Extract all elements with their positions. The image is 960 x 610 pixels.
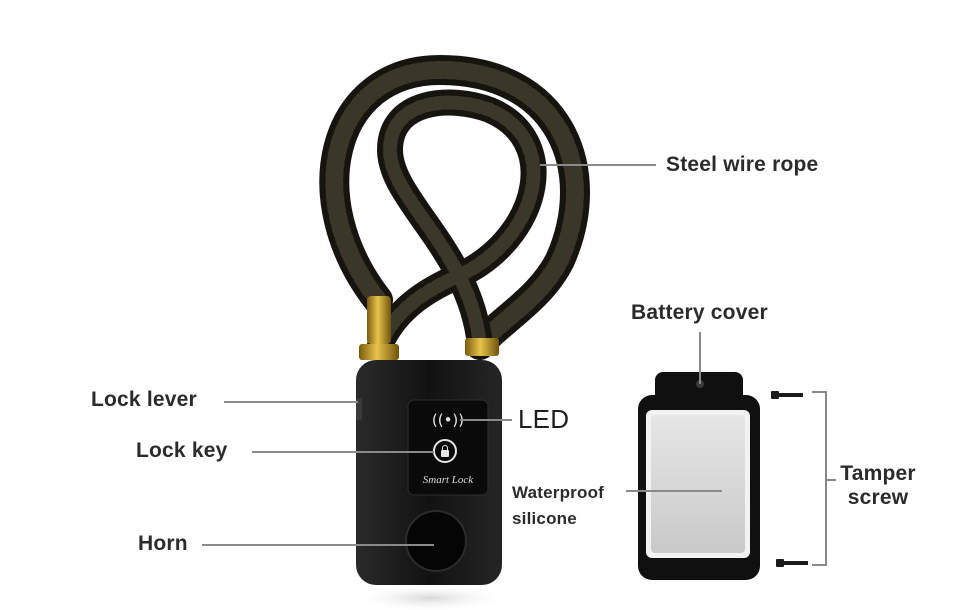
brass-ferrule-right xyxy=(465,338,499,356)
leader-battery-cover xyxy=(699,332,701,384)
leader-lock-lever xyxy=(224,401,358,403)
label-steel-wire-rope: Steel wire rope xyxy=(666,153,819,176)
leader-steel-wire-rope xyxy=(540,164,656,166)
leader-led xyxy=(460,419,512,421)
panel-text: Smart Lock xyxy=(422,474,474,486)
tamper-screw-top xyxy=(771,391,803,399)
battery-cover-device xyxy=(638,372,760,580)
label-tamper-screw: Tamper screw xyxy=(832,462,924,510)
label-waterproof-line2: silicone xyxy=(512,509,577,528)
wireless-signal-icon: ((•)) xyxy=(431,411,465,429)
label-battery-cover: Battery cover xyxy=(631,301,768,324)
label-tamper-line1: Tamper xyxy=(840,462,916,485)
tamper-screw-bottom xyxy=(776,559,808,567)
label-horn: Horn xyxy=(138,532,188,555)
label-waterproof: Waterproof silicone xyxy=(512,480,604,532)
label-led: LED xyxy=(518,404,570,434)
steel-wire-rope xyxy=(319,54,590,360)
tamper-bracket xyxy=(812,391,827,566)
brass-ferrule-left xyxy=(359,296,399,360)
waterproof-silicone xyxy=(651,415,745,553)
horn xyxy=(405,510,467,572)
padlock-icon xyxy=(433,439,457,463)
leader-lock-key xyxy=(252,451,434,453)
lock-lever xyxy=(356,398,362,420)
label-lock-lever: Lock lever xyxy=(91,388,197,411)
lock-body xyxy=(356,360,502,585)
floor-shadow xyxy=(350,584,510,610)
leader-waterproof xyxy=(626,490,722,492)
leader-horn xyxy=(202,544,434,546)
label-waterproof-line1: Waterproof xyxy=(512,483,605,502)
label-lock-key: Lock key xyxy=(136,439,228,462)
label-tamper-line2: screw xyxy=(847,486,909,509)
